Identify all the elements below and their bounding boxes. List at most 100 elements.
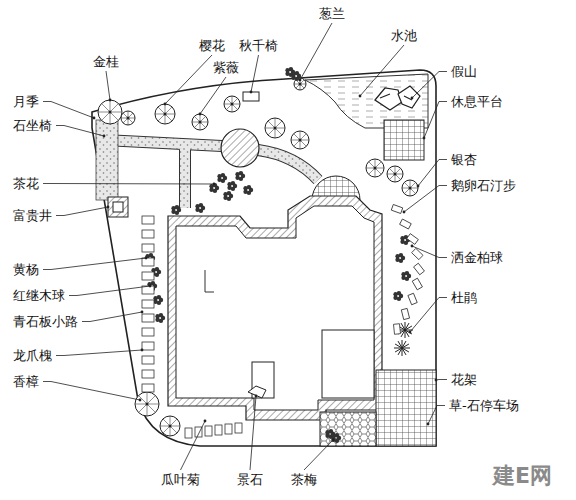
stepping-stone (391, 204, 402, 213)
leader-line (43, 382, 140, 401)
plant-label: 葱兰 (318, 6, 346, 21)
stepping-stone (401, 308, 409, 319)
round-plaza (221, 129, 259, 167)
plant-label: 黄杨 (12, 262, 40, 277)
tree-symbol (402, 180, 418, 196)
tree-symbol (265, 118, 285, 138)
pergola-parking (376, 370, 436, 446)
leader-dot (427, 423, 430, 426)
leader-dot (213, 183, 216, 186)
plant-label: 樱花 (198, 38, 226, 53)
tree-symbol (155, 104, 175, 124)
plant-label: 龙爪槐 (12, 348, 53, 363)
stepping-stone (235, 423, 242, 433)
azalea-symbol (394, 340, 410, 356)
stepping-stone (142, 300, 154, 308)
tree-symbol (224, 96, 240, 112)
leader-dot (93, 117, 96, 120)
stepping-stone (142, 230, 154, 238)
leader-dot (435, 379, 438, 382)
shrub-symbol (291, 71, 301, 81)
leader-line (436, 379, 447, 381)
leader-dot (204, 420, 207, 423)
stepping-stone (225, 424, 232, 434)
shrub-symbol (171, 205, 181, 215)
well-inner (113, 202, 123, 212)
shrub-symbol (223, 191, 233, 201)
leader-line (360, 45, 404, 96)
leader-line (304, 440, 333, 470)
shrub-symbol (153, 295, 163, 305)
stepping-stone (142, 342, 154, 350)
plant-label: 红继木球 (12, 288, 66, 303)
stepping-stone (142, 328, 154, 336)
tree-symbol (387, 166, 403, 182)
stepping-stone (400, 219, 412, 229)
tree-symbol (98, 100, 122, 124)
shrub-symbol (227, 181, 237, 191)
leader-line (56, 207, 108, 216)
leader-line (428, 406, 445, 425)
leader-line (56, 350, 142, 356)
plant-label: 鹅卵石汀步 (450, 178, 517, 193)
rockery (375, 86, 420, 110)
plant-label: 景石 (236, 472, 264, 487)
stepping-stone (142, 216, 154, 224)
plant-label: 洒金柏球 (450, 250, 504, 265)
stepping-stone (142, 370, 154, 378)
leader-line (43, 183, 214, 185)
leader-dot (109, 99, 112, 102)
plant-label: 茶梅 (290, 472, 318, 487)
leader-line (82, 312, 142, 322)
leader-dot (164, 103, 167, 106)
stepping-stone (142, 384, 154, 392)
leader-dot (332, 439, 335, 442)
stepping-stone (393, 324, 400, 335)
leader-dot (411, 245, 414, 248)
stepping-stone (407, 234, 419, 245)
stepping-stone (142, 356, 154, 364)
plant-label: 石坐椅 (12, 118, 53, 133)
leader-line (300, 23, 332, 80)
stepping-stone (142, 314, 154, 322)
grass-stone-parking (320, 412, 376, 446)
shrub-symbol (401, 271, 411, 281)
leader-dot (409, 331, 412, 334)
leader-line (410, 298, 447, 333)
leader-line (251, 55, 259, 92)
well (108, 197, 128, 217)
house-mark (205, 270, 214, 292)
leader-dot (423, 137, 426, 140)
scenic-stone (248, 386, 266, 398)
leader-dot (145, 257, 148, 260)
plant-label: 花架 (450, 372, 478, 387)
leader-dot (255, 395, 258, 398)
shrub-symbol (155, 313, 165, 323)
leader-line (250, 396, 256, 470)
plant-label: 秋千椅 (238, 38, 279, 53)
leader-dot (199, 113, 202, 116)
leader-line (424, 102, 447, 139)
shrub-symbol (209, 183, 219, 193)
leader-line (43, 102, 94, 119)
plant-label: 草-石停车场 (448, 398, 520, 413)
tree-symbol (366, 159, 384, 177)
leader-line (412, 246, 447, 258)
shrub-symbol (395, 253, 405, 263)
shrub-symbol (285, 67, 295, 77)
leader-line (69, 286, 150, 296)
leader-dot (103, 135, 106, 138)
leader-line (106, 71, 110, 100)
stepping-stone (142, 258, 154, 266)
leader-dot (141, 349, 144, 352)
leader-dot (107, 206, 110, 209)
house-border (168, 196, 382, 420)
leader-dot (149, 285, 152, 288)
shrub-symbol (331, 433, 341, 443)
plant-label: 银杏 (450, 152, 478, 167)
plant-label: 瓜叶菊 (160, 472, 201, 487)
leader-dot (139, 399, 142, 402)
tree-symbol (160, 416, 180, 436)
plant-label: 富贵井 (12, 208, 53, 223)
plant-label: 紫薇 (212, 60, 240, 75)
